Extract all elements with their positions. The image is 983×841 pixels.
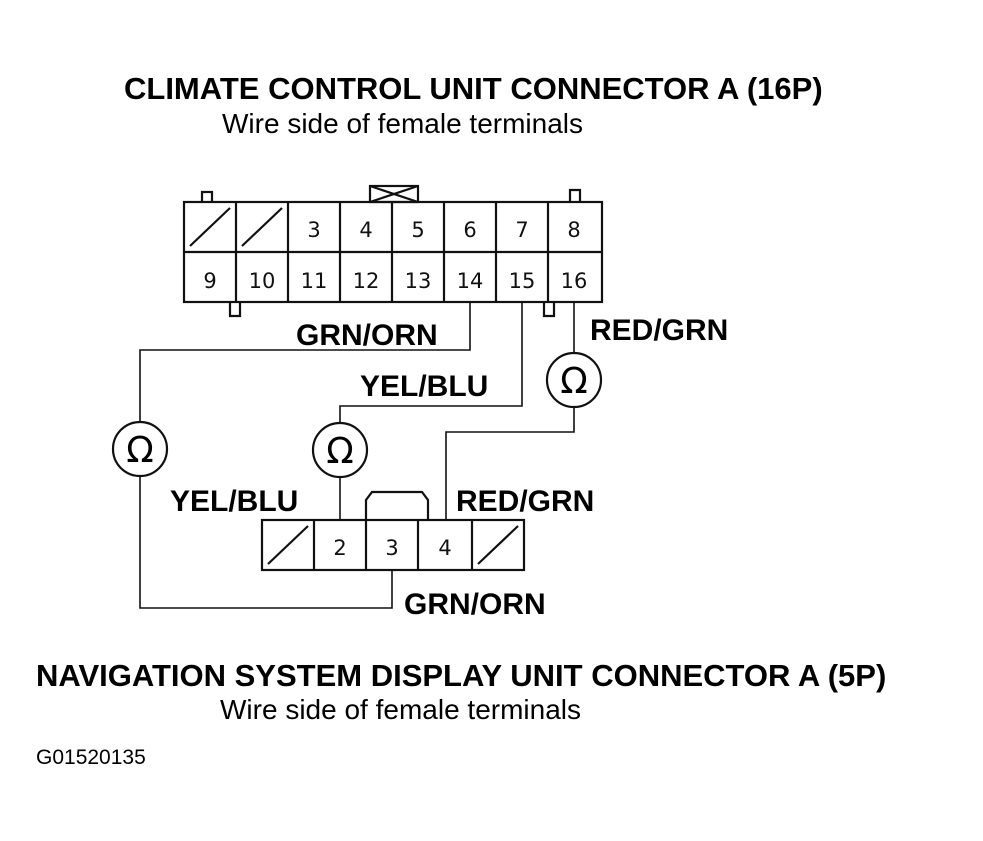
pin-4: 4 — [359, 218, 372, 242]
empty-cavity-2 — [241, 207, 283, 247]
climate-control-connector — [182, 184, 604, 318]
pin-10: 10 — [249, 269, 276, 293]
pin-12: 12 — [353, 269, 380, 293]
nav-pin-3: 3 — [385, 536, 398, 560]
pin-6: 6 — [463, 218, 476, 242]
bottom-connector-title: NAVIGATION SYSTEM DISPLAY UNIT CONNECTOR… — [36, 658, 886, 693]
ohmmeter-left: Ω — [111, 420, 169, 478]
wire-label-red-grn-top: RED/GRN — [590, 314, 728, 347]
pin-11: 11 — [301, 269, 328, 293]
nav-pin-2: 2 — [333, 536, 346, 560]
pin-3: 3 — [307, 218, 320, 242]
pin-7: 7 — [515, 218, 528, 242]
pin-9: 9 — [203, 269, 216, 293]
figure-code: G01520135 — [36, 746, 146, 769]
wire-label-grn-orn-bottom: GRN/ORN — [404, 588, 546, 621]
pin-5: 5 — [411, 218, 424, 242]
connector-body — [260, 518, 526, 572]
ohm-icon: Ω — [560, 361, 588, 402]
ohm-icon: Ω — [126, 430, 154, 471]
navigation-display-connector — [260, 490, 526, 572]
pin-16: 16 — [561, 269, 588, 293]
ohm-icon: Ω — [326, 431, 354, 472]
empty-cavity-1 — [267, 525, 309, 565]
wire-label-yel-blu-top: YEL/BLU — [360, 370, 488, 403]
pin-14: 14 — [457, 269, 484, 293]
wire-red-grn-lower — [445, 408, 575, 520]
ohmmeter-right: Ω — [545, 351, 603, 409]
wire-label-red-grn-bottom: RED/GRN — [456, 485, 594, 518]
wire-yel-blu — [339, 302, 523, 424]
lock-tab — [368, 184, 420, 204]
lock-tab — [364, 490, 430, 520]
top-connector-title: CLIMATE CONTROL UNIT CONNECTOR A (16P) — [124, 71, 823, 106]
wire-grn-orn-lower — [139, 476, 393, 609]
empty-cavity-1 — [189, 207, 231, 247]
bottom-connector-subtitle: Wire side of female terminals — [220, 694, 581, 725]
pin-8: 8 — [567, 218, 580, 242]
ohmmeter-middle: Ω — [311, 421, 369, 479]
pin-13: 13 — [405, 269, 432, 293]
wire-label-yel-blu-bottom: YEL/BLU — [170, 485, 298, 518]
nav-pin-4: 4 — [438, 536, 451, 560]
top-connector-subtitle: Wire side of female terminals — [222, 108, 583, 139]
wire-label-grn-orn-top: GRN/ORN — [296, 319, 438, 352]
wire-grn-orn — [139, 302, 471, 422]
empty-cavity-5 — [477, 525, 519, 565]
pin-15: 15 — [509, 269, 536, 293]
